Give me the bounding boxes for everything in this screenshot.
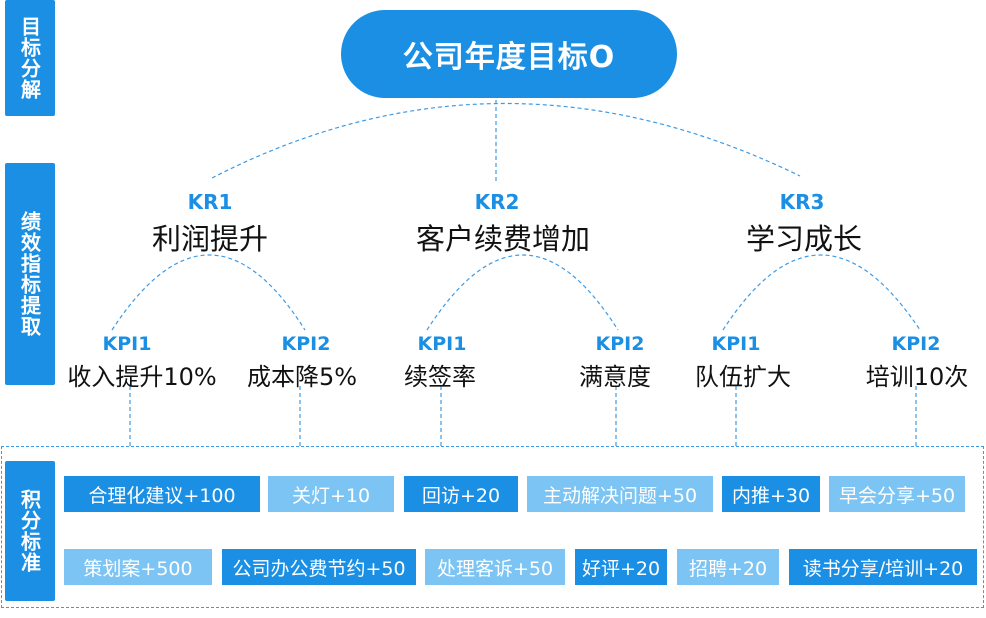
kr3-kpi1-code: KPI1 bbox=[711, 333, 761, 355]
side-label-score-text: 积分标准 bbox=[17, 489, 42, 573]
side-label-kpi-extract: 绩效指标提取 bbox=[5, 163, 55, 385]
side-label-goal-text: 目标分解 bbox=[17, 16, 42, 100]
kr2-arc bbox=[426, 254, 619, 331]
kr3-kpi2-name: 培训10次 bbox=[865, 363, 969, 391]
kr3-kpi1-name: 队伍扩大 bbox=[695, 363, 791, 391]
kr3-code: KR3 bbox=[779, 190, 825, 214]
score-tag: 读书分享/培训+20 bbox=[789, 549, 977, 585]
kr2-kpi2-name: 满意度 bbox=[579, 363, 651, 391]
kr1-arc bbox=[111, 254, 306, 331]
score-box bbox=[1, 446, 984, 608]
kr2-kpi1-code: KPI1 bbox=[417, 333, 467, 355]
side-label-goal: 目标分解 bbox=[5, 0, 55, 116]
kr2-kpi2-code: KPI2 bbox=[595, 333, 645, 355]
kr1-code: KR1 bbox=[187, 190, 233, 214]
goal-title: 公司年度目标O bbox=[341, 10, 677, 98]
kr2-kpi1-name: 续签率 bbox=[404, 363, 476, 391]
score-tag: 主动解决问题+50 bbox=[527, 476, 713, 512]
kr3-kpi2-code: KPI2 bbox=[891, 333, 941, 355]
score-tag: 公司办公费节约+50 bbox=[222, 549, 416, 585]
kr2-name: 客户续费增加 bbox=[415, 222, 590, 256]
score-tag: 内推+30 bbox=[722, 476, 820, 512]
score-tag: 早会分享+50 bbox=[829, 476, 965, 512]
score-tag: 好评+20 bbox=[575, 549, 667, 585]
kr2-code: KR2 bbox=[474, 190, 520, 214]
score-tag: 招聘+20 bbox=[677, 549, 779, 585]
score-tag: 处理客诉+50 bbox=[425, 549, 565, 585]
kr1-name: 利润提升 bbox=[151, 222, 268, 256]
kr1-kpi1-code: KPI1 bbox=[102, 333, 152, 355]
score-tag: 策划案+500 bbox=[64, 549, 212, 585]
side-label-score: 积分标准 bbox=[5, 461, 55, 601]
side-label-kpi-extract-text: 绩效指标提取 bbox=[17, 211, 42, 337]
score-tag: 合理化建议+100 bbox=[64, 476, 260, 512]
goal-arc bbox=[211, 102, 801, 179]
score-tag: 关灯+10 bbox=[268, 476, 394, 512]
kr3-arc bbox=[722, 254, 921, 331]
kr3-name: 学习成长 bbox=[745, 222, 862, 256]
kr1-kpi2-code: KPI2 bbox=[281, 333, 331, 355]
score-tag: 回访+20 bbox=[404, 476, 518, 512]
kr1-kpi1-name: 收入提升10% bbox=[67, 363, 217, 391]
kr1-kpi2-name: 成本降5% bbox=[246, 363, 358, 391]
